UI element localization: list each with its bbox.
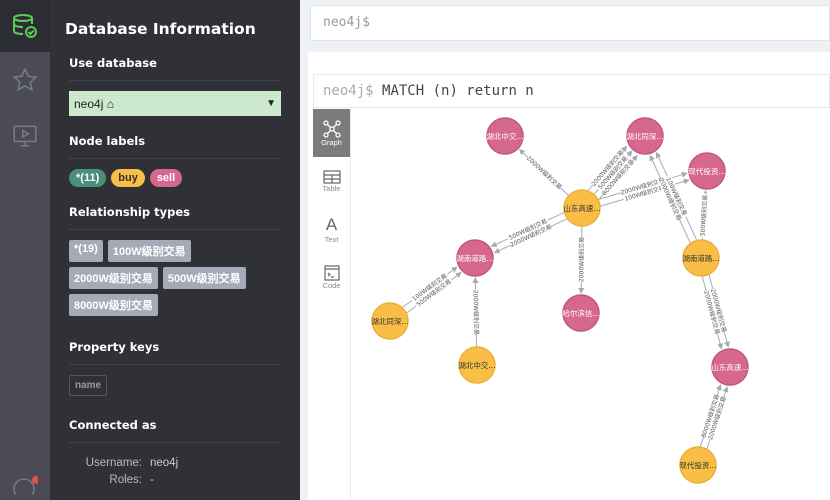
query-editor[interactable]: neo4j$ xyxy=(310,5,830,41)
node-label-all[interactable]: *(11) xyxy=(69,169,107,187)
view-table-label: Table xyxy=(322,183,341,193)
rel-type-8000w[interactable]: 8000W级别交易 xyxy=(69,294,158,316)
monitor-play-icon xyxy=(13,125,37,147)
node-buy[interactable] xyxy=(371,302,409,340)
node-sell[interactable] xyxy=(486,117,524,155)
star-icon xyxy=(12,67,38,92)
node-sell[interactable] xyxy=(626,117,664,155)
relationship-types-heading: Relationship types xyxy=(69,205,281,230)
node-label: 湖北同深... xyxy=(371,317,408,326)
frame-query-text: MATCH (n) return n xyxy=(382,83,534,99)
relationship-label-bg xyxy=(471,290,481,335)
node-buy[interactable] xyxy=(458,346,496,384)
property-key-name[interactable]: name xyxy=(69,375,108,396)
node-sell[interactable] xyxy=(456,239,494,277)
relationship-label-bg xyxy=(699,393,721,439)
chevron-down-icon: ▼ xyxy=(266,98,276,109)
view-text-label: Text xyxy=(324,234,339,244)
relationship-label: 2000W级别交易 xyxy=(577,237,585,282)
database-check-icon xyxy=(13,14,37,38)
username-value: neo4j xyxy=(150,457,179,469)
node-label: 湖南道路... xyxy=(682,253,719,263)
database-info-panel: Database Information Use database neo4j … xyxy=(50,0,300,500)
relationship-label-bg xyxy=(698,193,710,238)
view-table[interactable]: Table xyxy=(313,157,350,205)
node-sell[interactable] xyxy=(562,294,600,332)
use-database-heading: Use database xyxy=(69,56,281,81)
relationship-label: 2000W级别交易 xyxy=(472,290,481,335)
relationship-label-bg xyxy=(409,270,450,304)
node-label: 山东高速... xyxy=(563,203,600,213)
relationship-label-bg xyxy=(620,176,665,197)
relationship-label-bg xyxy=(706,395,728,441)
node-label: 湖南道路... xyxy=(456,253,493,263)
node-label: 湖北中交... xyxy=(486,131,523,141)
property-keys-heading: Property keys xyxy=(69,340,281,365)
username-label: Username: xyxy=(85,457,142,469)
view-code-label: Code xyxy=(322,280,341,290)
panel-title: Database Information xyxy=(65,20,256,38)
relationship-label-bg xyxy=(663,174,690,219)
node-sell[interactable] xyxy=(711,348,749,386)
node-buy[interactable] xyxy=(679,446,717,484)
relationship-label-bg xyxy=(413,276,454,310)
favorites-tab[interactable] xyxy=(0,52,50,108)
relationship-label-bg xyxy=(525,154,564,191)
relationship-label-bg xyxy=(577,237,586,282)
icon-bar xyxy=(0,0,50,500)
graph-icon xyxy=(322,119,341,138)
rel-type-all[interactable]: *(19) xyxy=(69,240,103,262)
node-label: 现代投资... xyxy=(679,460,716,470)
relationship-label-bg xyxy=(595,153,631,192)
rel-type-100w[interactable]: 100W级别交易 xyxy=(107,240,191,262)
database-select[interactable]: neo4j ⌂ ▼ xyxy=(69,91,281,116)
relationship-label: 2000W级别交易 xyxy=(525,154,563,191)
node-sell[interactable] xyxy=(688,152,726,190)
frame-prompt: neo4j$ xyxy=(323,83,374,99)
relationship-label-bg xyxy=(509,222,553,249)
view-graph[interactable]: Graph xyxy=(313,109,350,157)
guides-tab[interactable] xyxy=(0,108,50,164)
connected-as-heading: Connected as xyxy=(69,418,281,443)
code-icon xyxy=(323,264,340,281)
editor-prompt: neo4j$ xyxy=(323,15,370,30)
node-buy[interactable] xyxy=(563,189,601,227)
relationship-label-bg xyxy=(600,158,636,197)
view-graph-label: Graph xyxy=(321,137,342,147)
home-icon: ⌂ xyxy=(106,96,114,111)
node-label-buy[interactable]: buy xyxy=(111,169,145,187)
database-tab[interactable] xyxy=(0,0,50,52)
relationship-label-bg xyxy=(709,288,729,333)
relationship-label-bg xyxy=(622,183,667,204)
node-label: 哈尔滨信... xyxy=(562,308,599,318)
node-buy[interactable] xyxy=(682,239,720,277)
relationship-label: 500W级别交易 xyxy=(699,195,710,237)
relationship-label-bg xyxy=(657,177,684,222)
node-label: 湖北同深... xyxy=(626,132,663,141)
node-label: 山东高速... xyxy=(711,362,748,372)
relationship-label-bg xyxy=(702,290,722,335)
roles-value: - xyxy=(150,474,154,486)
text-icon: A xyxy=(325,214,338,234)
view-code[interactable]: Code xyxy=(313,253,350,301)
relationship-label-bg xyxy=(590,148,626,188)
rel-type-2000w[interactable]: 2000W级别交易 xyxy=(69,267,158,289)
node-label: 现代投资... xyxy=(688,166,725,176)
database-value: neo4j xyxy=(74,96,104,111)
roles-label: Roles: xyxy=(109,474,142,486)
table-icon xyxy=(322,169,341,184)
relationship-label-bg xyxy=(506,216,550,243)
node-label: 湖北中交... xyxy=(458,360,495,370)
rel-type-500w[interactable]: 500W级别交易 xyxy=(162,267,246,289)
node-label-sell[interactable]: sell xyxy=(149,169,183,187)
node-labels-heading: Node labels xyxy=(69,134,281,159)
